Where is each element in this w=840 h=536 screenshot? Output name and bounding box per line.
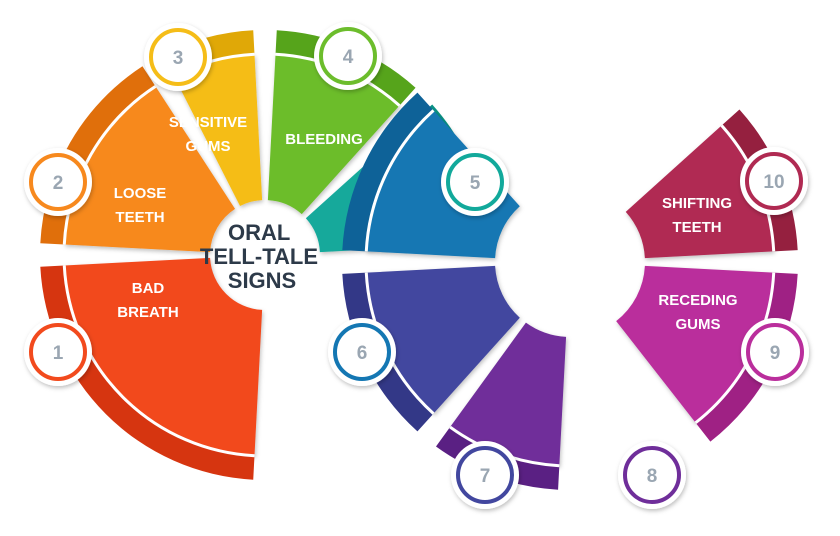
badge-ring xyxy=(29,153,87,211)
number-badge-3: 3 xyxy=(144,23,212,91)
segment-wedge xyxy=(267,54,400,215)
segment-wedge xyxy=(366,265,520,414)
sign-label-line: LOOSE xyxy=(114,185,167,202)
segment-wedge xyxy=(64,86,236,253)
sign-label-3: SENSITIVE GUMS xyxy=(169,114,247,155)
sign-label-4: BLEEDING xyxy=(285,131,363,148)
number-badge-1: 1 xyxy=(24,318,92,386)
badge-number: 7 xyxy=(480,466,491,487)
badge-number: 10 xyxy=(763,172,784,193)
badge-number: 8 xyxy=(647,466,658,487)
sign-label-1: BAD BREATH xyxy=(117,280,178,321)
segments-layer: BAD BREATH LOOSE TEETH SENSITIVE GUMS BLEEDING… xyxy=(40,30,798,490)
sign-segment-4: BLEEDING xyxy=(267,30,416,215)
number-badge-2: 2 xyxy=(24,148,92,216)
badge-number: 3 xyxy=(173,48,184,69)
sign-label-line: MATION xyxy=(596,391,654,408)
segment-wedge xyxy=(450,322,567,466)
badge-ring xyxy=(623,446,681,504)
badge-ring xyxy=(333,323,391,381)
badges-layer: 1 2 3 4 5 6 7 8 9 10 xyxy=(24,22,809,509)
sign-label-line: TEETH xyxy=(115,209,164,226)
sign-label-2: LOOSE TEETH xyxy=(114,185,167,226)
badge-number: 2 xyxy=(53,173,64,194)
sign-label-line: INFLAM xyxy=(597,367,654,384)
sign-label-line: GUMS xyxy=(186,138,231,155)
badge-ring xyxy=(746,323,804,381)
badge-ring xyxy=(745,152,803,210)
number-badge-10: 10 xyxy=(740,147,808,215)
badge-ring xyxy=(456,446,514,504)
badge-number: 5 xyxy=(470,173,481,194)
sign-label-line: SHIFTING xyxy=(662,195,732,212)
center-title-line-2: TELL-TALE xyxy=(200,244,318,269)
sign-label-10: SHIFTING TEETH xyxy=(662,195,732,236)
badge-ring xyxy=(29,323,87,381)
segment-wedge xyxy=(173,54,263,206)
sign-segment-9: RECEDING GUMS xyxy=(616,265,798,442)
center-title-line-1: ORAL xyxy=(228,220,290,245)
number-badge-9: 9 xyxy=(741,318,809,386)
segment-separator-arc xyxy=(62,85,157,245)
segment-wedge xyxy=(616,265,774,423)
center-title-line-3: SIGNS xyxy=(228,268,296,293)
sign-label-line: BREATH xyxy=(117,304,178,321)
number-badge-5: 5 xyxy=(441,148,509,216)
sign-label-line: BLEEDING xyxy=(285,131,363,148)
sign-label-line: RECEDING xyxy=(658,292,737,309)
badge-number: 4 xyxy=(343,47,354,68)
segment-separator-arc xyxy=(364,109,435,252)
segment-separator-arc xyxy=(62,265,255,458)
center-title: ORAL TELL-TALE SIGNS xyxy=(200,220,324,293)
number-badge-4: 4 xyxy=(314,22,382,90)
number-badge-6: 6 xyxy=(328,318,396,386)
badge-ring xyxy=(319,27,377,85)
sign-label-line: TEETH xyxy=(672,219,721,236)
badge-ring xyxy=(149,28,207,86)
sign-label-line: SENSITIVE xyxy=(169,114,247,131)
number-badge-8: 8 xyxy=(618,441,686,509)
badge-number: 9 xyxy=(770,343,781,364)
badge-number: 6 xyxy=(357,343,368,364)
segment-wedge xyxy=(64,257,263,456)
sign-label-line: GUMS xyxy=(676,316,721,333)
sign-label-line: BAD xyxy=(132,280,165,297)
sign-label-8: INFLAM MATION xyxy=(596,367,654,408)
segment-wedge xyxy=(625,125,774,259)
badge-ring xyxy=(446,153,504,211)
sign-label-9: RECEDING GUMS xyxy=(658,292,737,333)
number-badge-7: 7 xyxy=(451,441,519,509)
badge-number: 1 xyxy=(53,343,64,364)
